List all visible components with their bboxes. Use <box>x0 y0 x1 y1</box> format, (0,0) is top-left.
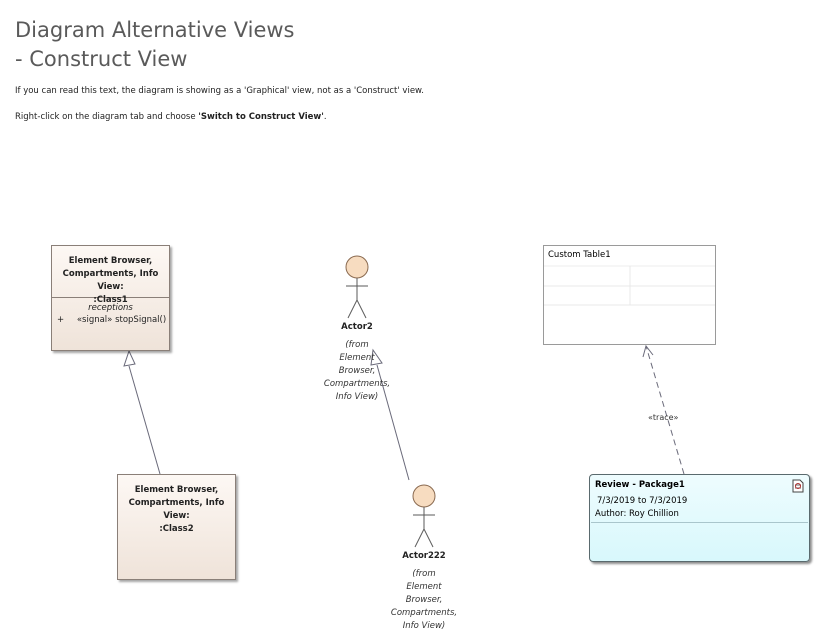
class2-title-line-2: Compartments, Info View: <box>128 498 225 521</box>
from-line: Compartments, <box>323 379 391 389</box>
trace-dependency[interactable] <box>645 345 685 475</box>
title-line-2: - Construct View <box>15 47 188 71</box>
title-line-1: Diagram Alternative Views <box>15 18 295 42</box>
actor-head <box>345 255 369 279</box>
actor222-from-note: (from Element Browser, Compartments, Inf… <box>384 568 464 633</box>
from-line: (from <box>412 569 436 579</box>
actor2-from-note: (from Element Browser, Compartments, Inf… <box>317 339 397 404</box>
class1-header: Element Browser, Compartments, Info View… <box>52 246 169 305</box>
class2-title-line-3: :Class2 <box>159 524 194 534</box>
review-document-icon <box>792 479 804 493</box>
custom-table-name: Custom Table1 <box>548 250 611 260</box>
review-separator <box>591 522 808 523</box>
actor222-figure[interactable] <box>412 484 436 548</box>
class2-header: Element Browser, Compartments, Info View… <box>118 475 235 536</box>
custom-table-element[interactable]: Custom Table1 <box>543 245 716 345</box>
from-line: Info View) <box>402 621 446 631</box>
operation-visibility: + <box>57 315 65 325</box>
from-line: (from <box>345 340 369 350</box>
generalization-arrowhead <box>123 349 136 367</box>
instruction-note: Right-click on the diagram tab and choos… <box>15 112 327 122</box>
review-element[interactable]: Review - Package1 7/3/2019 to 7/3/2019 A… <box>589 474 810 562</box>
from-line: Compartments, <box>390 608 458 618</box>
custom-table-grid <box>544 265 715 306</box>
class1-receptions-heading: receptions <box>88 303 133 313</box>
from-line: Element <box>406 582 442 592</box>
class1-title-line-2: Compartments, Info View: <box>62 269 159 292</box>
from-line: Info View) <box>335 392 379 402</box>
from-line: Browser, <box>338 366 376 376</box>
generalization-class2-class1[interactable] <box>128 365 161 475</box>
instruction-prefix: Right-click on the diagram tab and choos… <box>15 112 199 122</box>
trace-arrowhead <box>642 344 654 358</box>
class1-operation[interactable]: + «signal» stopSignal() <box>52 314 169 327</box>
generalization-actor222-actor2[interactable] <box>376 364 410 481</box>
review-title: Review - Package1 <box>595 480 685 490</box>
from-line: Browser, <box>405 595 443 605</box>
review-author: Author: Roy Chillion <box>595 509 679 519</box>
instruction-command: 'Switch to Construct View' <box>198 112 324 122</box>
actor-head <box>412 484 436 508</box>
class1-compartment-separator <box>52 297 169 298</box>
class2-title-line-1: Element Browser, <box>134 485 219 495</box>
info-note: If you can read this text, the diagram i… <box>15 86 424 96</box>
actor2-name: Actor2 <box>341 322 373 332</box>
trace-stereotype-label: «trace» <box>648 413 679 422</box>
operation-signature: «signal» stopSignal() <box>76 315 167 325</box>
diagram-title: Diagram Alternative Views - Construct Vi… <box>15 16 295 74</box>
instruction-suffix: . <box>323 112 327 122</box>
actor222-name: Actor222 <box>402 551 446 561</box>
actor2-figure[interactable] <box>345 255 369 319</box>
class1-title-line-1: Element Browser, <box>68 256 153 266</box>
class1-element[interactable]: Element Browser, Compartments, Info View… <box>51 245 170 351</box>
class2-element[interactable]: Element Browser, Compartments, Info View… <box>117 474 236 580</box>
review-dates: 7/3/2019 to 7/3/2019 <box>597 496 688 506</box>
class1-title-line-3: :Class1 <box>93 295 128 305</box>
generalization-arrowhead <box>370 348 383 366</box>
from-line: Element <box>339 353 375 363</box>
